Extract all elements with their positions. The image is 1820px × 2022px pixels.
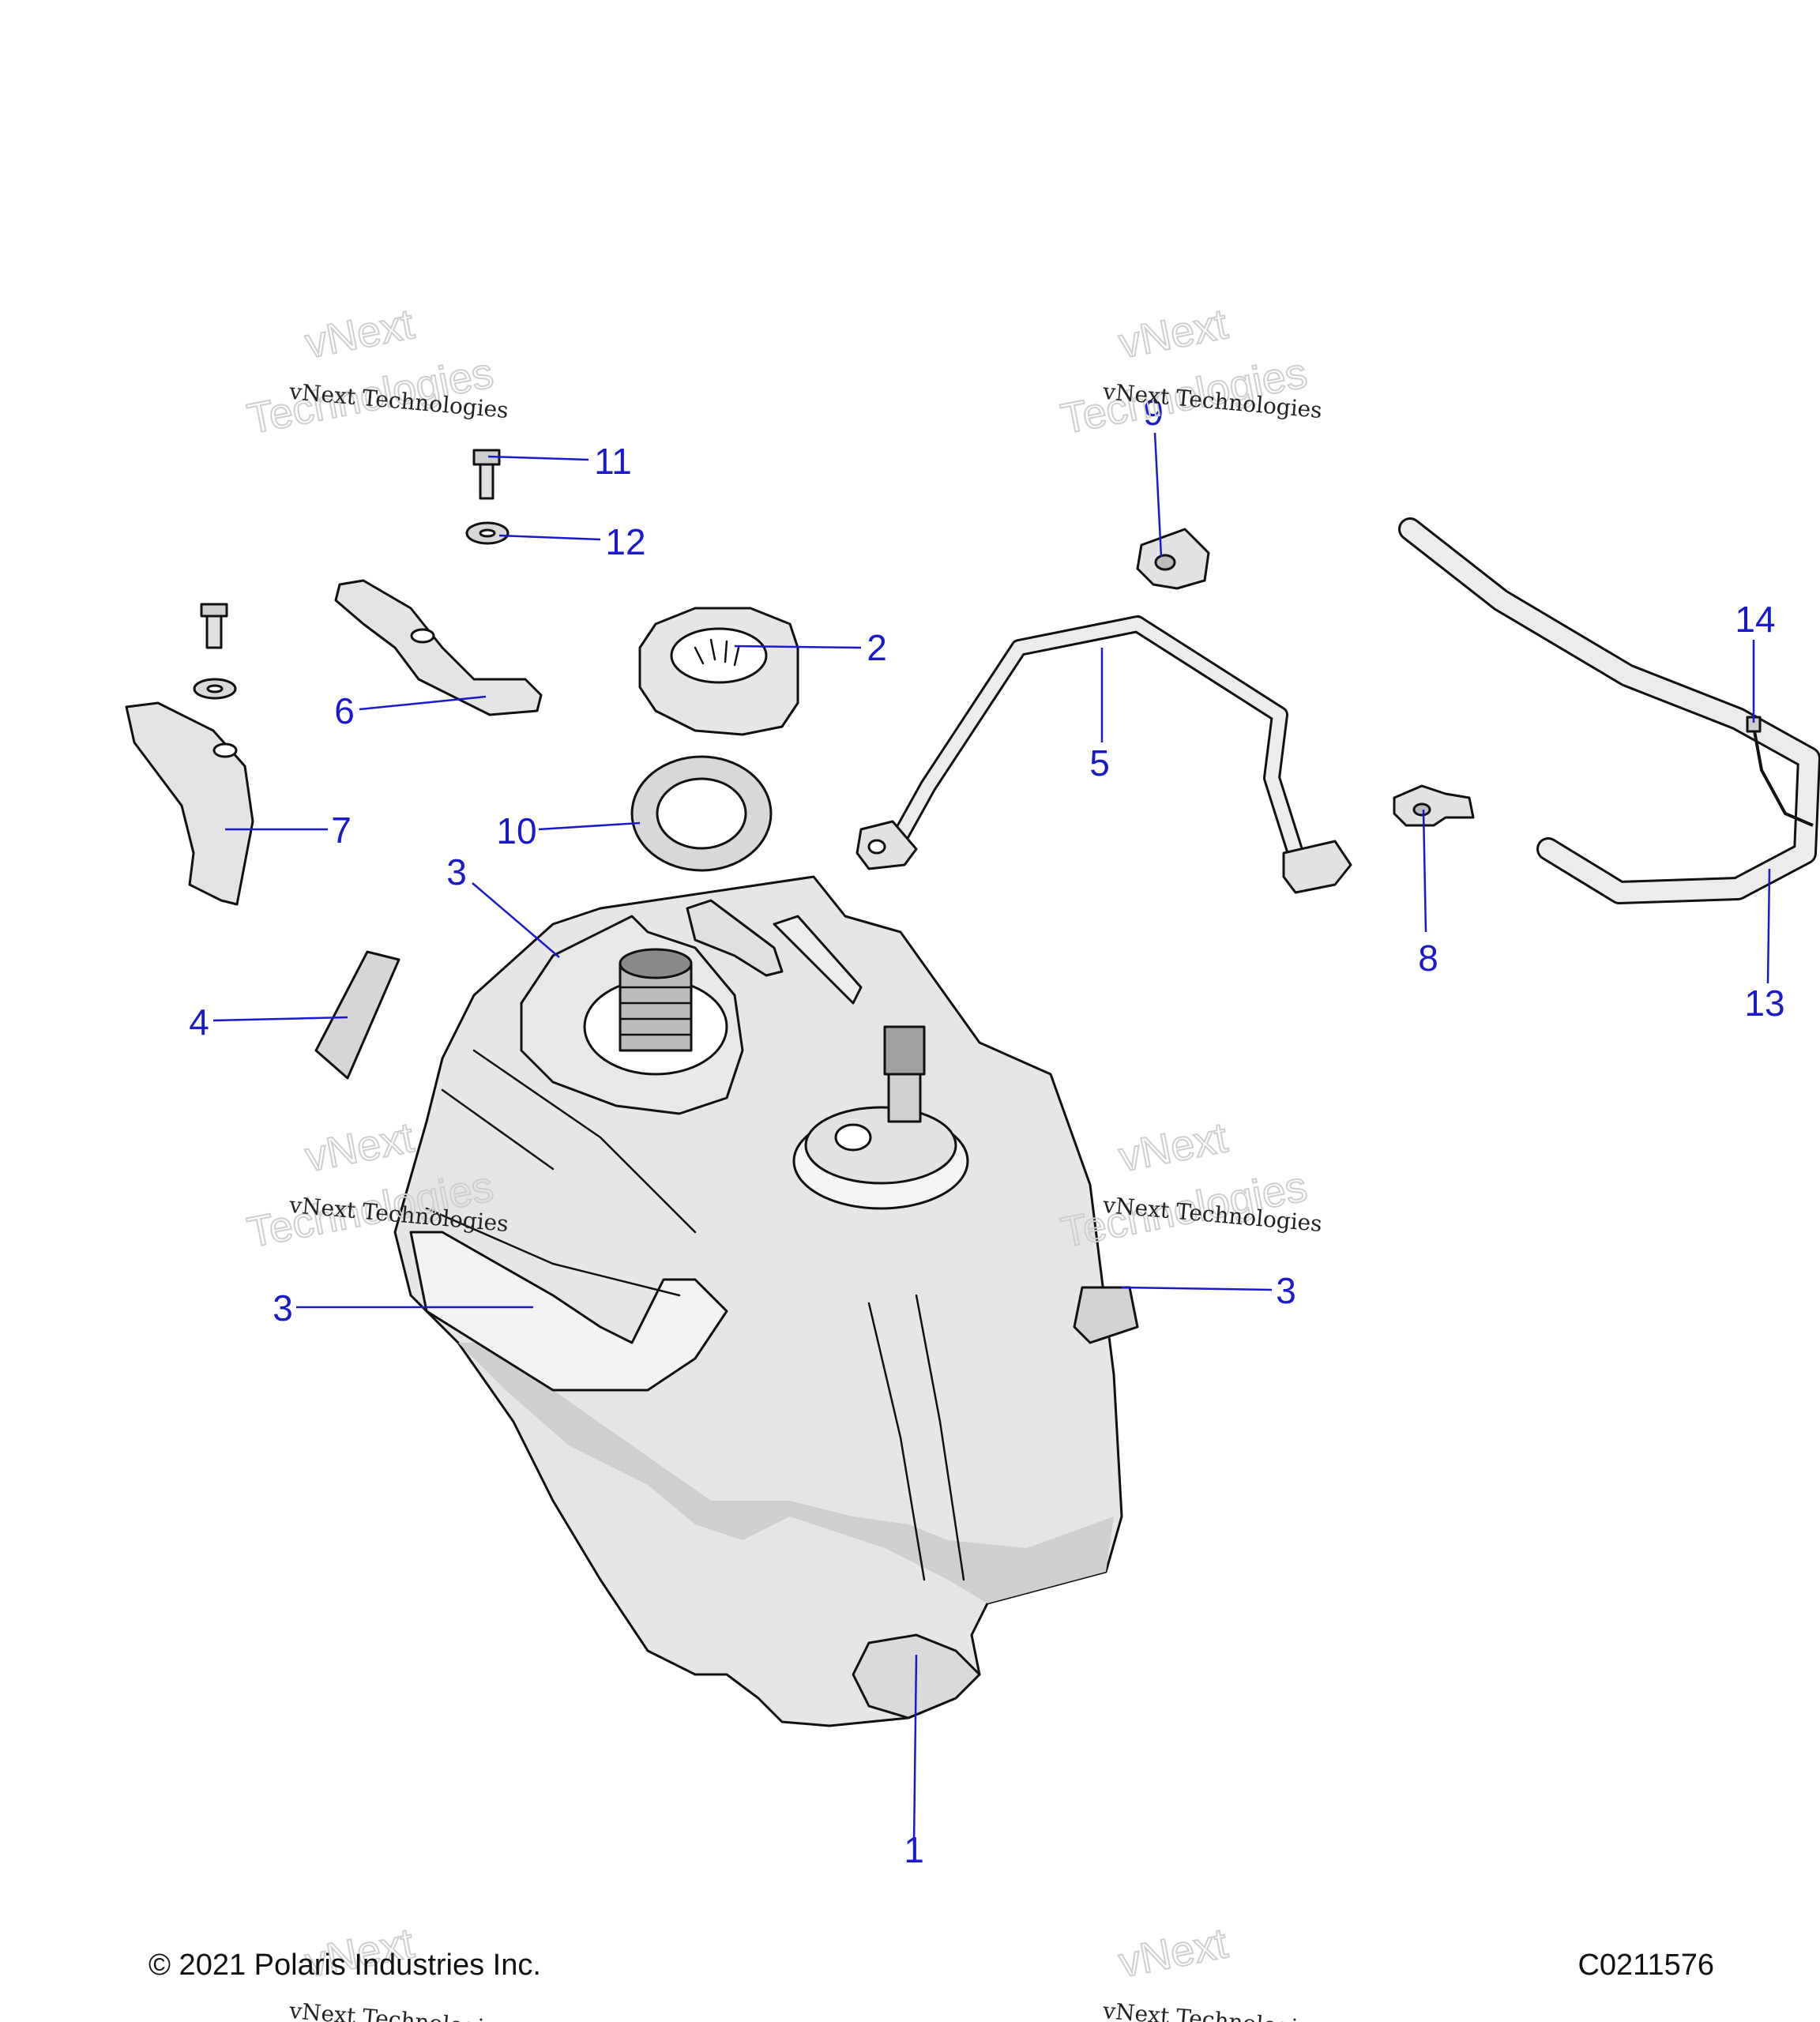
washer-12 xyxy=(465,521,510,545)
callout-12: 12 xyxy=(605,521,645,562)
fuel-hose xyxy=(1398,517,1820,904)
callout-3-top: 3 xyxy=(446,851,467,893)
vent-line xyxy=(855,615,1352,894)
bolt-11 xyxy=(472,449,501,500)
callout-14: 14 xyxy=(1735,599,1775,640)
svg-text:vNext: vNext xyxy=(1115,1114,1232,1181)
svg-text:vNext: vNext xyxy=(1115,300,1232,367)
fuel-tank xyxy=(393,875,1139,1727)
callout-4: 4 xyxy=(189,1002,209,1043)
svg-text:vNext: vNext xyxy=(302,300,418,367)
drawing-id: C0211576 xyxy=(1577,1949,1714,1982)
tank-bracket xyxy=(334,579,543,716)
loose-bolt-washer xyxy=(193,603,237,700)
fuel-cap xyxy=(638,607,799,736)
callout-7: 7 xyxy=(331,810,352,851)
watermark-top-left: vNext Technologies vNext Technologies xyxy=(243,299,510,444)
callouts: 1 2 3 3 3 4 5 6 7 8 9 10 11 12 13 14 xyxy=(189,392,1784,1870)
callout-2: 2 xyxy=(867,627,887,668)
hose-clip-9 xyxy=(1136,528,1210,590)
callout-3-right: 3 xyxy=(1276,1270,1296,1311)
svg-text:vNext: vNext xyxy=(302,1114,418,1181)
cap-gasket xyxy=(630,755,773,872)
callout-8: 8 xyxy=(1418,938,1438,979)
watermark-top-right: vNext Technologies vNext Technologies xyxy=(1056,299,1323,444)
svg-text:vNext Technologies: vNext Technologies xyxy=(288,1998,510,2022)
svg-text:vNext Technologies: vNext Technologies xyxy=(1101,1998,1323,2022)
elbow-fitting xyxy=(1393,784,1475,827)
copyright-notice: © 2021 Polaris Industries Inc. xyxy=(149,1949,541,1982)
tank-pad xyxy=(314,950,400,1080)
callout-11: 11 xyxy=(594,441,632,482)
watermark-bottom-right: vNext vNext Technologies xyxy=(1101,1919,1323,2022)
callout-6: 6 xyxy=(334,690,355,731)
side-bracket xyxy=(125,701,254,906)
cable-tie xyxy=(1746,716,1814,827)
svg-text:vNext: vNext xyxy=(1115,1919,1232,1986)
callout-1: 1 xyxy=(904,1829,924,1870)
callout-13: 13 xyxy=(1744,983,1784,1024)
callout-5: 5 xyxy=(1089,742,1110,784)
callout-10: 10 xyxy=(496,810,536,851)
callout-9: 9 xyxy=(1143,392,1164,433)
callout-3-left: 3 xyxy=(273,1287,293,1329)
